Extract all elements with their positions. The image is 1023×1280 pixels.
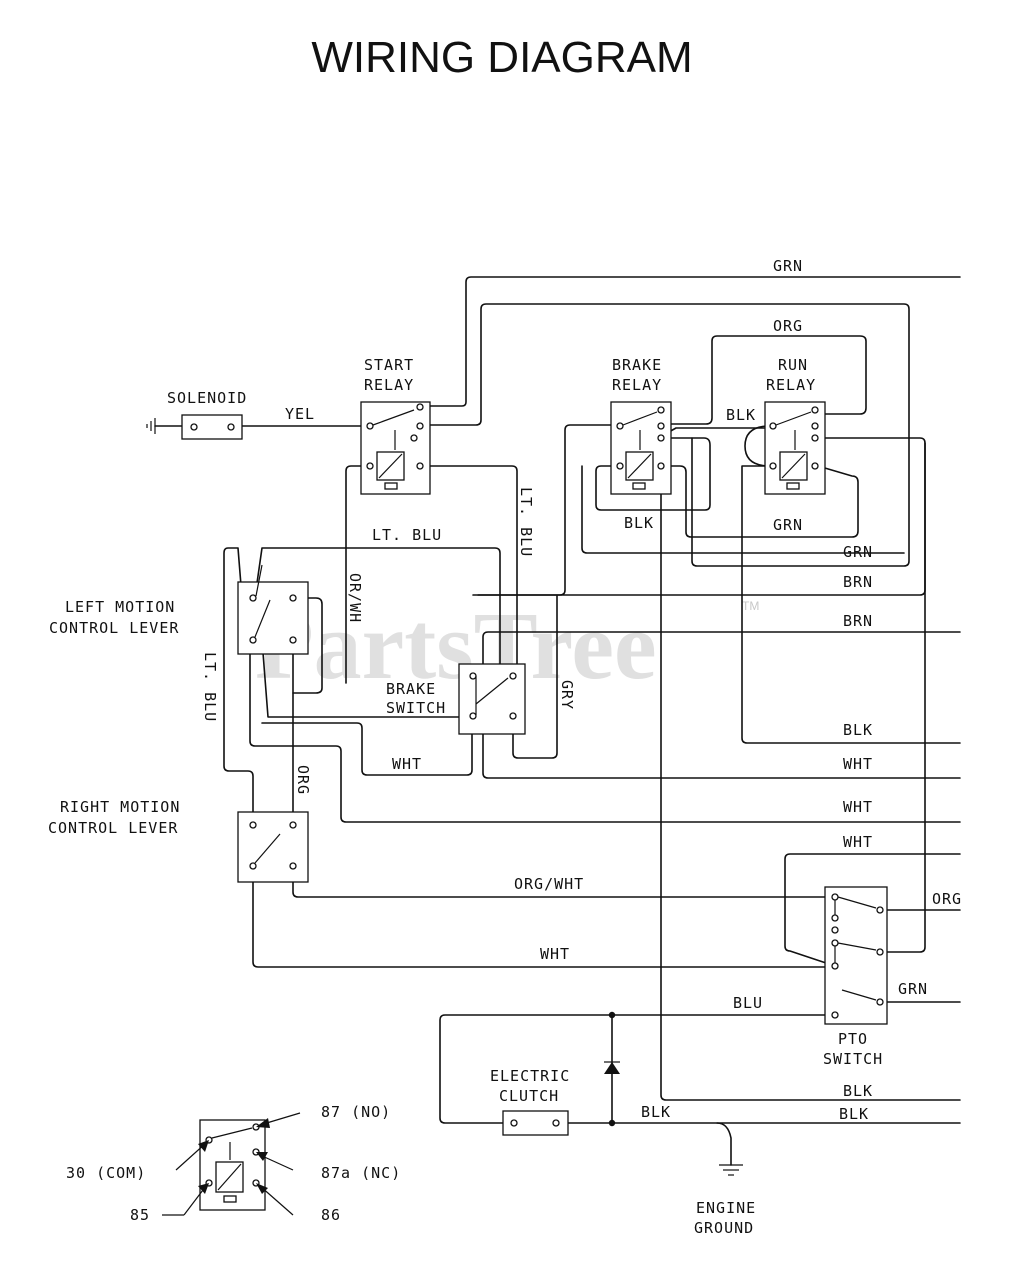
solenoid-label: SOLENOID bbox=[167, 389, 247, 407]
wire-label: WHT bbox=[843, 755, 873, 773]
legend-pin-30: 30 (COM) bbox=[66, 1164, 146, 1182]
wire-label: WHT bbox=[843, 798, 873, 816]
legend-labels: 87 (NO) 30 (COM) 87a (NC) 85 86 bbox=[66, 1103, 401, 1224]
start-relay-label-1: START bbox=[364, 356, 414, 374]
engine-ground-label-1: ENGINE bbox=[696, 1199, 756, 1217]
watermark-tm: TM bbox=[742, 599, 759, 613]
wire-label: BRN bbox=[843, 612, 873, 630]
engine-ground-icon bbox=[719, 1164, 743, 1176]
solenoid bbox=[146, 414, 243, 440]
wire-label: GRN bbox=[898, 980, 928, 998]
wire-label: GRY bbox=[558, 680, 576, 710]
wire-label: BLK bbox=[624, 514, 654, 532]
component-labels: SOLENOID START RELAY BRAKE RELAY RUN REL… bbox=[48, 356, 883, 1237]
wire-label: WHT bbox=[843, 833, 873, 851]
brake-relay-label-2: RELAY bbox=[612, 376, 662, 394]
pto-switch-label-2: SWITCH bbox=[823, 1050, 883, 1068]
brake-switch bbox=[458, 663, 526, 735]
wire-label: LT. BLU bbox=[517, 487, 535, 557]
wire-label: ORG bbox=[294, 765, 312, 795]
wire-label: LT. BLU bbox=[372, 526, 442, 544]
legend-pin-87: 87 (NO) bbox=[321, 1103, 391, 1121]
electric-clutch-label-2: CLUTCH bbox=[499, 1087, 559, 1105]
wire-label: BLK bbox=[726, 406, 756, 424]
run-relay-label-1: RUN bbox=[778, 356, 808, 374]
wire-label: BLK bbox=[641, 1103, 671, 1121]
wire-label: BLK bbox=[843, 1082, 873, 1100]
run-relay bbox=[764, 401, 826, 495]
start-relay bbox=[360, 401, 431, 495]
start-relay-label-2: RELAY bbox=[364, 376, 414, 394]
left-motion-label-2: CONTROL LEVER bbox=[49, 619, 179, 637]
wire-label: WHT bbox=[392, 755, 422, 773]
page-title: WIRING DIAGRAM bbox=[311, 33, 692, 82]
legend-pin-87a: 87a (NC) bbox=[321, 1164, 401, 1182]
wire-label: BLU bbox=[733, 994, 763, 1012]
relay-legend bbox=[162, 1112, 301, 1216]
brake-relay-label-1: BRAKE bbox=[612, 356, 662, 374]
wire-label: GRN bbox=[773, 257, 803, 275]
right-motion-switch bbox=[237, 811, 309, 883]
right-motion-label-1: RIGHT MOTION bbox=[60, 798, 180, 816]
left-motion-switch bbox=[237, 564, 309, 655]
junctions bbox=[608, 1011, 616, 1127]
wire-label: GRN bbox=[843, 543, 873, 561]
wire-label: ORG bbox=[773, 317, 803, 335]
engine-ground-label-2: GROUND bbox=[694, 1219, 754, 1237]
electric-clutch-label-1: ELECTRIC bbox=[490, 1067, 570, 1085]
brake-switch-label-2: SWITCH bbox=[386, 699, 446, 717]
legend-pin-85: 85 bbox=[130, 1206, 150, 1224]
legend-pin-86: 86 bbox=[321, 1206, 341, 1224]
wire-label: BRN bbox=[843, 573, 873, 591]
wire-label: OR/WH bbox=[346, 573, 364, 623]
wires bbox=[154, 276, 961, 1166]
diode-symbol bbox=[604, 1061, 620, 1074]
left-motion-label-1: LEFT MOTION bbox=[65, 598, 175, 616]
brake-switch-label-1: BRAKE bbox=[386, 680, 436, 698]
wire-labels: GRN ORG YEL BLK LT. BLU BLK GRN LT. BLU … bbox=[201, 257, 962, 1123]
wire-label: BLK bbox=[839, 1105, 869, 1123]
wire-label: ORG/WHT bbox=[514, 875, 584, 893]
wire-label: YEL bbox=[285, 405, 315, 423]
pto-switch-label-1: PTO bbox=[838, 1030, 868, 1048]
wire-label: GRN bbox=[773, 516, 803, 534]
watermark: PartsTree bbox=[255, 592, 657, 699]
run-relay-label-2: RELAY bbox=[766, 376, 816, 394]
right-motion-label-2: CONTROL LEVER bbox=[48, 819, 178, 837]
wire-label: BLK bbox=[843, 721, 873, 739]
wire-label: WHT bbox=[540, 945, 570, 963]
pto-switch bbox=[824, 886, 888, 1025]
electric-clutch bbox=[502, 1110, 569, 1136]
ground-icon bbox=[146, 418, 156, 434]
brake-relay bbox=[610, 401, 672, 495]
wire-label: ORG bbox=[932, 890, 962, 908]
wire-label: LT. BLU bbox=[201, 652, 219, 722]
